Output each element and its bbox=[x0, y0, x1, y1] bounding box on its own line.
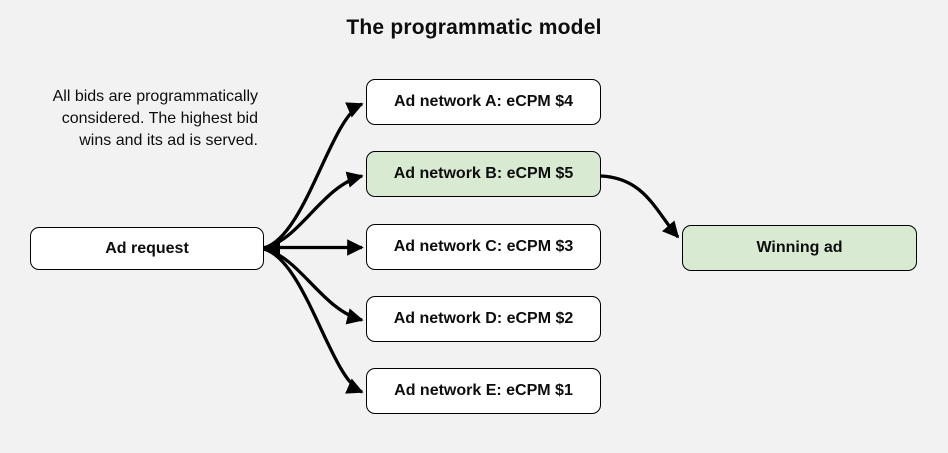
node-ad-network-c: Ad network C: eCPM $3 bbox=[366, 224, 601, 270]
caption-line-3: wins and its ad is served. bbox=[79, 132, 258, 149]
caption-text: All bids are programmatically considered… bbox=[10, 86, 258, 152]
origin-arrowhead bbox=[263, 241, 280, 255]
node-ad-network-b-label: Ad network B: eCPM $5 bbox=[393, 165, 574, 182]
node-winning-ad-label: Winning ad bbox=[756, 239, 843, 256]
caption-line-1: All bids are programmatically bbox=[52, 88, 258, 105]
node-ad-request-label: Ad request bbox=[105, 239, 189, 257]
node-ad-network-e-label: Ad network E: eCPM $1 bbox=[394, 382, 573, 399]
node-ad-network-d-label: Ad network D: eCPM $2 bbox=[393, 310, 574, 327]
node-ad-network-a: Ad network A: eCPM $4 bbox=[366, 79, 601, 125]
node-ad-network-e: Ad network E: eCPM $1 bbox=[366, 368, 601, 414]
node-winning-ad: Winning ad bbox=[682, 225, 917, 271]
node-ad-network-d: Ad network D: eCPM $2 bbox=[366, 296, 601, 342]
caption-line-2: considered. The highest bid bbox=[61, 110, 258, 127]
arrow-b-to-winning bbox=[600, 174, 680, 239]
arrow-request-to-e bbox=[263, 247, 364, 394]
node-ad-network-a-label: Ad network A: eCPM $4 bbox=[394, 93, 573, 110]
diagram-title: The programmatic model bbox=[346, 16, 602, 39]
node-ad-request: Ad request bbox=[30, 227, 264, 270]
arrow-request-to-a bbox=[263, 102, 364, 250]
node-ad-network-c-label: Ad network C: eCPM $3 bbox=[393, 238, 574, 255]
node-ad-network-b: Ad network B: eCPM $5 bbox=[366, 151, 601, 197]
